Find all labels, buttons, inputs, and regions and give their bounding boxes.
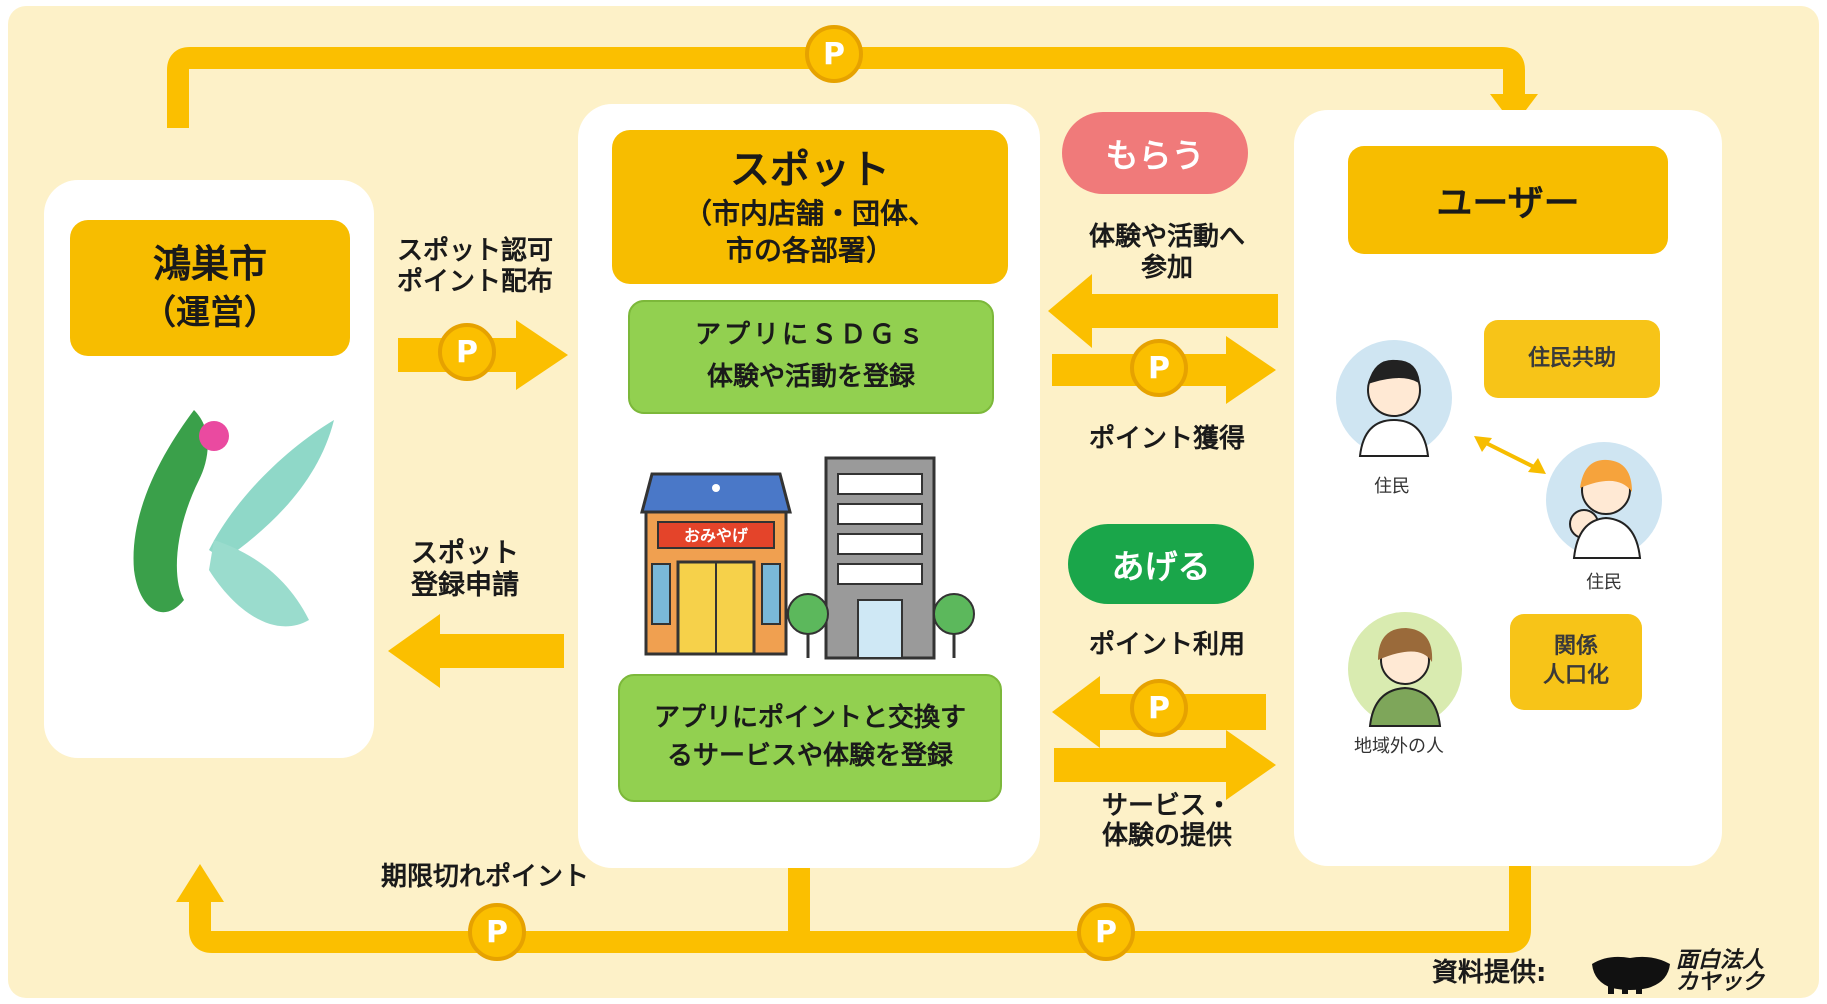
bubble-relation-line2: 人口化 bbox=[1542, 663, 1609, 688]
outsider-label: 地域外の人 bbox=[1354, 736, 1444, 757]
pill-give: あげる bbox=[1068, 524, 1254, 604]
label-spot-register-2: 登録申請 bbox=[411, 569, 519, 601]
label-join-1: 体験や活動へ bbox=[1088, 222, 1245, 252]
spot-title: スポット bbox=[730, 146, 890, 193]
credit-label: 資料提供: bbox=[1432, 958, 1547, 988]
city-logo bbox=[133, 410, 334, 627]
label-service-1: サービス・ bbox=[1101, 791, 1232, 821]
bubble-cooperation: 住民共助 bbox=[1484, 320, 1660, 398]
register-sdgs-line1: アプリにＳＤＧｓ bbox=[694, 320, 927, 351]
outsider-avatar bbox=[1348, 612, 1462, 727]
pill-give-text: あげる bbox=[1111, 547, 1211, 586]
pill-receive: もらう bbox=[1062, 112, 1248, 194]
spot-subtitle-2: 市の各部署） bbox=[725, 234, 894, 268]
point-coin-expired-right: P bbox=[1077, 903, 1135, 961]
register-service-line1: アプリにポイントと交換す bbox=[653, 703, 966, 734]
register-service-line2: るサービスや体験を登録 bbox=[666, 741, 953, 771]
label-spot-approval-2: ポイント配布 bbox=[396, 266, 553, 297]
buildings-illustration: おみやげ bbox=[640, 456, 975, 660]
resident-label-2: 住民 bbox=[1586, 572, 1622, 593]
bubble-relation: 関係 人口化 bbox=[1510, 614, 1642, 710]
label-join-2: 参加 bbox=[1140, 252, 1193, 283]
user-panel: ユーザー 住民 住民共助 住民 地域外の人 関係 人口化 bbox=[1294, 110, 1722, 866]
spot-subtitle-1: （市内店舗・団体、 bbox=[683, 197, 936, 231]
label-join: 体験や活動へ 参加 bbox=[1050, 222, 1284, 283]
label-spot-approval-1: スポット認可 bbox=[396, 236, 553, 266]
resident-avatar-2 bbox=[1546, 442, 1662, 559]
label-spot-register-1: スポット bbox=[411, 538, 519, 569]
bubble-relation-line1: 関係 bbox=[1553, 634, 1598, 660]
city-title-box: 鴻巣市 （運営） bbox=[70, 220, 350, 356]
bottom-loop-line bbox=[189, 850, 1531, 953]
label-point-gain: ポイント獲得 bbox=[1088, 424, 1245, 454]
label-service: サービス・ 体験の提供 bbox=[1064, 791, 1270, 852]
bubble-cooperation-text: 住民共助 bbox=[1527, 345, 1616, 371]
city-subtitle: （運営） bbox=[142, 292, 278, 333]
bottom-loop-arrowhead bbox=[176, 864, 224, 902]
user-title-box: ユーザー bbox=[1348, 146, 1668, 254]
register-sdgs-line2: 体験や活動を登録 bbox=[706, 362, 915, 392]
city-title: 鴻巣市 bbox=[152, 242, 267, 287]
credit-logo-text: 面白法人 カヤック bbox=[1676, 950, 1764, 994]
city-panel: 鴻巣市 （運営） bbox=[44, 180, 374, 758]
point-coin-gain: P bbox=[1130, 339, 1188, 397]
arrow-service bbox=[1054, 730, 1276, 800]
point-coin-top: P bbox=[805, 25, 863, 83]
label-spot-approval: スポット認可 ポイント配布 bbox=[382, 236, 568, 297]
credit-logo-line1: 面白法人 bbox=[1676, 948, 1765, 973]
exchange-arrow-icon bbox=[1474, 436, 1546, 474]
user-title: ユーザー bbox=[1436, 183, 1580, 224]
point-coin-expired-left: P bbox=[468, 903, 526, 961]
shop-sign: おみやげ bbox=[684, 526, 749, 545]
resident-label-1: 住民 bbox=[1374, 476, 1410, 497]
pill-receive-text: もらう bbox=[1105, 136, 1205, 175]
register-service-box: アプリにポイントと交換す るサービスや体験を登録 bbox=[618, 674, 1002, 802]
label-expired: 期限切れポイント bbox=[380, 862, 589, 892]
resident-avatar-1 bbox=[1336, 340, 1452, 457]
label-service-2: 体験の提供 bbox=[1101, 820, 1232, 851]
credit-logo-line2: カヤック bbox=[1676, 970, 1765, 995]
register-sdgs-box: アプリにＳＤＧｓ 体験や活動を登録 bbox=[628, 300, 994, 414]
spot-title-box: スポット （市内店舗・団体、 市の各部署） bbox=[612, 130, 1008, 284]
label-spot-register: スポット 登録申請 bbox=[390, 538, 540, 602]
arrow-spot-to-city bbox=[388, 614, 564, 688]
point-coin-use: P bbox=[1130, 679, 1188, 737]
kayac-logo-icon bbox=[1592, 956, 1670, 994]
arrow-join bbox=[1048, 274, 1278, 348]
label-point-use: ポイント利用 bbox=[1088, 630, 1245, 660]
point-coin-city-to-spot: P bbox=[438, 323, 496, 381]
spot-panel: スポット （市内店舗・団体、 市の各部署） アプリにＳＤＧｓ 体験や活動を登録 … bbox=[578, 104, 1040, 868]
